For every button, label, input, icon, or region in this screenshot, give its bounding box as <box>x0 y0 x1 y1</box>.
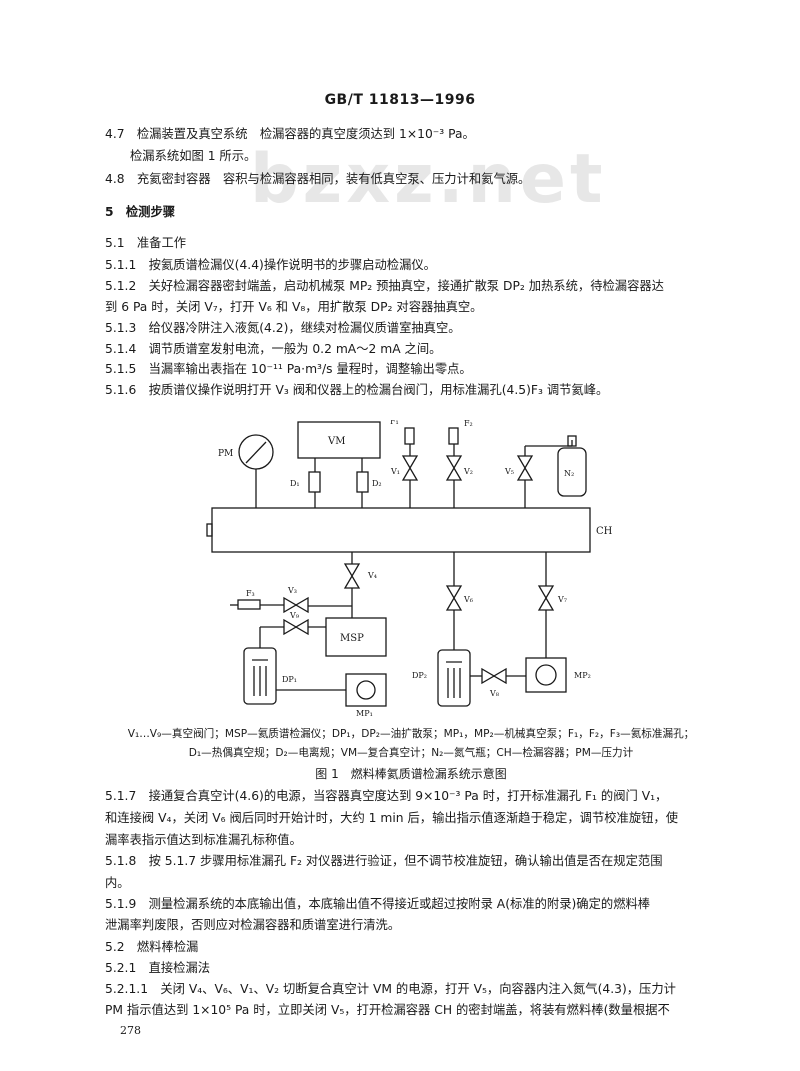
leak-f3 <box>237 599 261 610</box>
valve-v4 <box>343 563 361 589</box>
paragraph-5-2-1-1-cont: PM 指示值达到 1×10⁵ Pa 时，立即关闭 V₅，打开检漏容器 CH 的密… <box>105 1003 670 1017</box>
paragraph-5-1-1: 5.1.1 按氦质谱检漏仪(4.4)操作说明书的步骤启动检漏仪。 <box>105 258 436 272</box>
label-vm: VM <box>327 436 345 447</box>
paragraph-4-7: 4.7 检漏装置及真空系统 检漏容器的真空度须达到 1×10⁻³ Pa。 <box>105 127 475 141</box>
label-mp1: MP₁ <box>356 709 373 718</box>
valve-v6 <box>445 585 463 611</box>
section-5-2-1-heading: 5.2.1 直接检漏法 <box>105 961 211 975</box>
label-v1: V₁ <box>390 467 400 476</box>
diffusion-pump-dp1 <box>243 647 277 705</box>
paragraph-5-1-2-cont: 到 6 Pa 时，关闭 V₇，打开 V₆ 和 V₈，用扩散泵 DP₂ 对容器抽真… <box>105 300 483 314</box>
leak-detection-diagram: CH PM VM D₁ D₂ F₁ V₁ <box>200 417 620 720</box>
label-f2: F₂ <box>464 420 473 428</box>
valve-v3 <box>283 596 309 614</box>
label-d1: D₁ <box>290 479 300 488</box>
valve-v9 <box>283 618 309 636</box>
paragraph-4-8: 4.8 充氦密封容器 容积与检漏容器相同，装有低真空泵、压力计和氦气源。 <box>105 172 531 186</box>
label-v6: V₆ <box>463 595 473 604</box>
label-v7: V₇ <box>557 595 567 604</box>
paragraph-5-1-8: 5.1.8 按 5.1.7 步骤用标准漏孔 F₂ 对仪器进行验证，但不调节校准旋… <box>105 854 663 868</box>
mechanical-pump-mp1 <box>345 673 387 707</box>
paragraph-5-1-7-cont-2: 漏率表指示值达到标准漏孔标称值。 <box>105 833 302 847</box>
mechanical-pump-mp2 <box>525 657 567 693</box>
label-v4: V₄ <box>367 571 377 580</box>
valve-v2 <box>445 455 463 481</box>
paragraph-5-1-7: 5.1.7 接通复合真空计(4.6)的电源，当容器真空度达到 9×10⁻³ Pa… <box>105 789 668 803</box>
leak-f2 <box>448 427 459 445</box>
label-dp2: DP₂ <box>412 671 427 680</box>
label-f1: F₁ <box>390 420 399 426</box>
watermark: bzxz.net <box>250 140 607 219</box>
figure-legend-line-1: V₁…V₉—真空阀门；MSP—氦质谱检漏仪；DP₁，DP₂—油扩散泵；MP₁，M… <box>127 728 695 740</box>
label-f3: F₃ <box>246 589 255 598</box>
paragraph-5-1-4: 5.1.4 调节质谱室发射电流，一般为 0.2 mA～2 mA 之间。 <box>105 342 442 356</box>
leak-f1 <box>404 427 415 445</box>
label-v8: V₈ <box>489 689 499 698</box>
valve-v8 <box>481 667 507 685</box>
label-v5: V₅ <box>504 467 514 476</box>
paragraph-5-1-2: 5.1.2 关好检漏容器密封端盖，启动机械泵 MP₂ 预抽真空，接通扩散泵 DP… <box>105 279 664 293</box>
label-pm: PM <box>218 449 233 459</box>
section-5-2-heading: 5.2 燃料棒检漏 <box>105 940 199 954</box>
paragraph-4-7-cont: 检漏系统如图 1 所示。 <box>130 149 257 163</box>
paragraph-5-1-5: 5.1.5 当漏率输出表指在 10⁻¹¹ Pa·m³/s 量程时，调整输出零点。 <box>105 362 472 376</box>
valve-v7 <box>537 585 555 611</box>
mass-spectrometer-msp <box>325 617 387 657</box>
section-5-heading: 5 检测步骤 <box>105 205 176 219</box>
label-msp: MSP <box>340 633 364 644</box>
label-v2: V₂ <box>463 467 473 476</box>
label-n2: N₂ <box>564 469 574 478</box>
vacuum-meter-vm <box>297 421 381 459</box>
paragraph-5-1-6: 5.1.6 按质谱仪操作说明打开 V₃ 阀和仪器上的检漏台阀门，用标准漏孔(4.… <box>105 383 609 397</box>
paragraph-5-1-9-cont: 泄漏率判废限，否则应对检漏容器和质谱室进行清洗。 <box>105 918 401 932</box>
figure-caption: 图 1 燃料棒氦质谱检漏系统示意图 <box>315 767 507 781</box>
valve-v1 <box>401 455 419 481</box>
label-v3: V₃ <box>287 586 297 595</box>
gauge-d2 <box>356 471 369 493</box>
label-dp1: DP₁ <box>282 675 297 684</box>
label-v9: V₉ <box>289 611 300 620</box>
nitrogen-bottle-n2 <box>557 447 587 497</box>
gauge-d1 <box>308 471 321 493</box>
paragraph-5-1-8-cont: 内。 <box>105 876 130 890</box>
chamber-ch <box>211 507 591 553</box>
paragraph-5-1-9: 5.1.9 测量检漏系统的本底输出值，本底输出值不得接近或超过按附录 A(标准的… <box>105 897 651 911</box>
chamber-cap <box>206 523 213 537</box>
figure-legend-line-2: D₁—热偶真空规；D₂—电离规；VM—复合真空计；N₂—氮气瓶；CH—检漏容器；… <box>188 747 634 759</box>
paragraph-5-2-1-1: 5.2.1.1 关闭 V₄、V₆、V₁、V₂ 切断复合真空计 VM 的电源，打开… <box>105 982 676 996</box>
page-header: GB/T 11813—1996 <box>324 92 476 108</box>
diffusion-pump-dp2 <box>437 649 471 707</box>
page-number: 278 <box>120 1024 141 1037</box>
paragraph-5-1-7-cont-1: 和连接阀 V₄，关闭 V₆ 阀后同时开始计时，大约 1 min 后，输出指示值逐… <box>105 811 679 825</box>
label-mp2: MP₂ <box>574 671 591 680</box>
label-d2: D₂ <box>372 479 382 488</box>
valve-v5 <box>516 455 534 481</box>
paragraph-5-1-3: 5.1.3 给仪器冷阱注入液氮(4.2)，继续对检漏仪质谱室抽真空。 <box>105 321 461 335</box>
label-ch: CH <box>596 526 613 537</box>
section-5-1-heading: 5.1 准备工作 <box>105 236 187 250</box>
